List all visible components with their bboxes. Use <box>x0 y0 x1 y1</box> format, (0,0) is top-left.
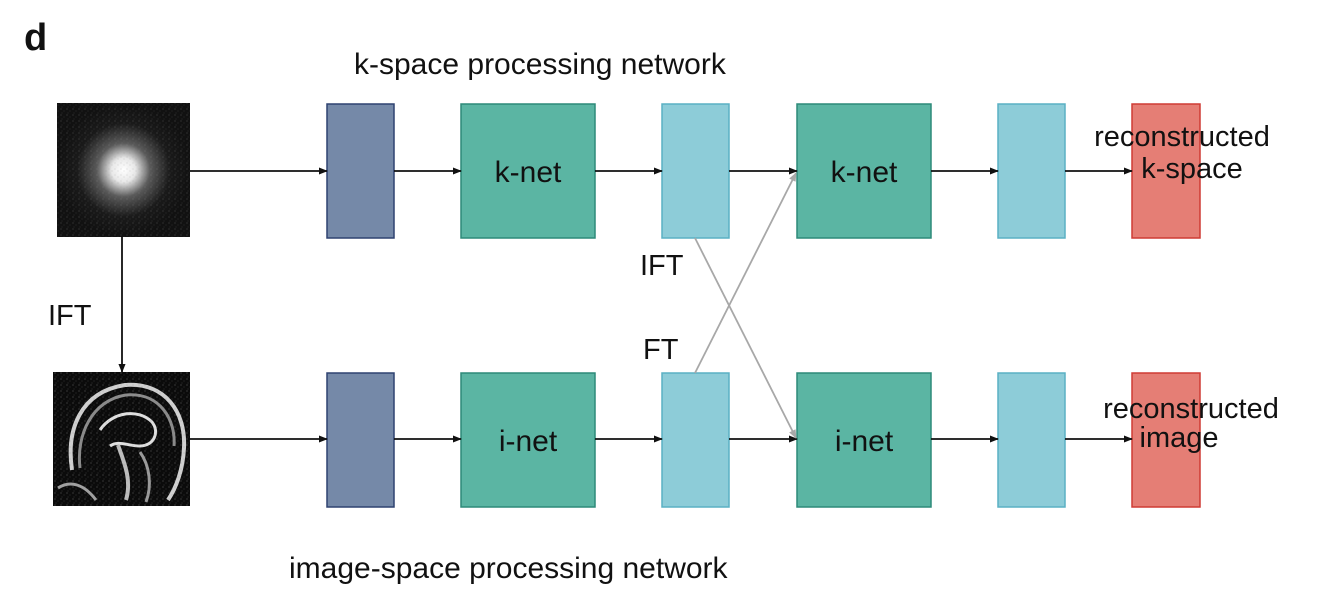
inet-label-2: i-net <box>835 425 894 458</box>
reconstructed-image-label-line1: reconstructed <box>1103 393 1279 425</box>
image-feature-block-1 <box>661 372 730 508</box>
inet-block-2 <box>796 372 932 508</box>
kspace-image-icon <box>57 103 190 237</box>
kspace-feature-block-1 <box>661 103 730 239</box>
image-network-title: image-space processing network <box>289 552 729 585</box>
knet-label-1: k-net <box>495 156 562 189</box>
arrow-cross-ft <box>694 172 797 374</box>
kspace-input-block <box>326 103 395 239</box>
ift-label-cross: IFT <box>640 250 684 282</box>
reconstructed-kspace-block <box>1131 103 1201 239</box>
brain-mri-image-icon <box>53 372 190 506</box>
kspace-network-title: k-space processing network <box>354 48 727 81</box>
inet-label-1: i-net <box>499 425 558 458</box>
image-feature-block-2 <box>997 372 1066 508</box>
image-input-block <box>326 372 395 508</box>
knet-label-2: k-net <box>831 156 898 189</box>
arrow-cross-ift <box>694 237 797 439</box>
ift-label-left: IFT <box>48 300 92 332</box>
panel-label: d <box>24 17 47 59</box>
kspace-feature-block-2 <box>997 103 1066 239</box>
reconstructed-kspace-label-line1: reconstructed <box>1094 121 1270 153</box>
inet-block-1 <box>460 372 596 508</box>
reconstructed-image-label-line2: image <box>1140 422 1219 454</box>
knet-block-2 <box>796 103 932 239</box>
reconstructed-kspace-label-line2: k-space <box>1141 153 1243 185</box>
ft-label-cross: FT <box>643 334 679 366</box>
reconstructed-image-block <box>1131 372 1201 508</box>
